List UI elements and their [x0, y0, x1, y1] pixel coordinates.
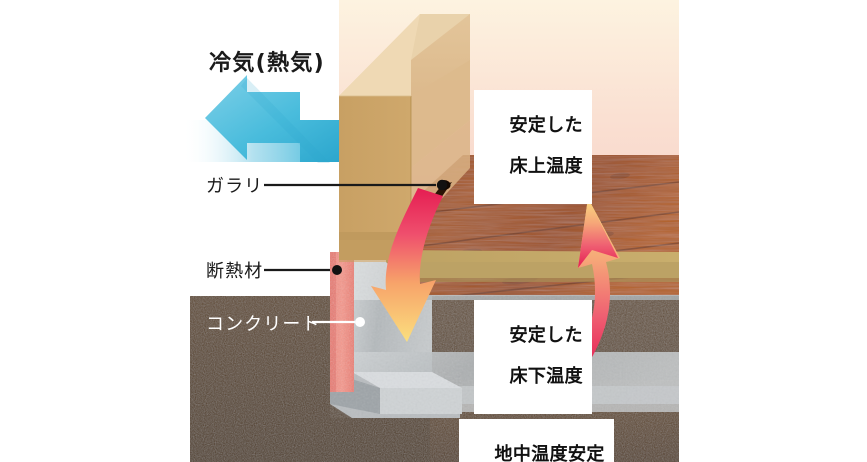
ground-temperature-label: 地中温度安定 [459, 419, 614, 462]
stable-above-floor-line2: 床上温度 [509, 156, 583, 178]
warm-air-down-arrow [371, 188, 443, 342]
stable-under-floor-line1: 安定した [509, 324, 583, 346]
wall-post [339, 14, 470, 262]
stable-under-floor-label: 安定した 床下温度 [474, 300, 592, 415]
concrete-label: コンクリート [206, 314, 321, 335]
stable-above-floor-label: 安定した 床上温度 [474, 90, 592, 205]
insulation-label: 断熱材 [206, 261, 264, 282]
stable-under-floor-line2: 床下温度 [509, 366, 583, 388]
stable-above-floor-line1: 安定した [509, 114, 583, 136]
cold-air-label: 冷気(熱気) [209, 51, 326, 76]
gallery-vent-label: ガラリ [206, 176, 264, 197]
warm-air-up-arrow [570, 198, 620, 372]
concrete-footing [330, 372, 462, 418]
floor-beam [420, 262, 679, 282]
ground-temperature-line1: 地中温度安定 [494, 443, 605, 462]
leader-lines [264, 179, 448, 327]
cold-air-arrow [182, 75, 340, 163]
